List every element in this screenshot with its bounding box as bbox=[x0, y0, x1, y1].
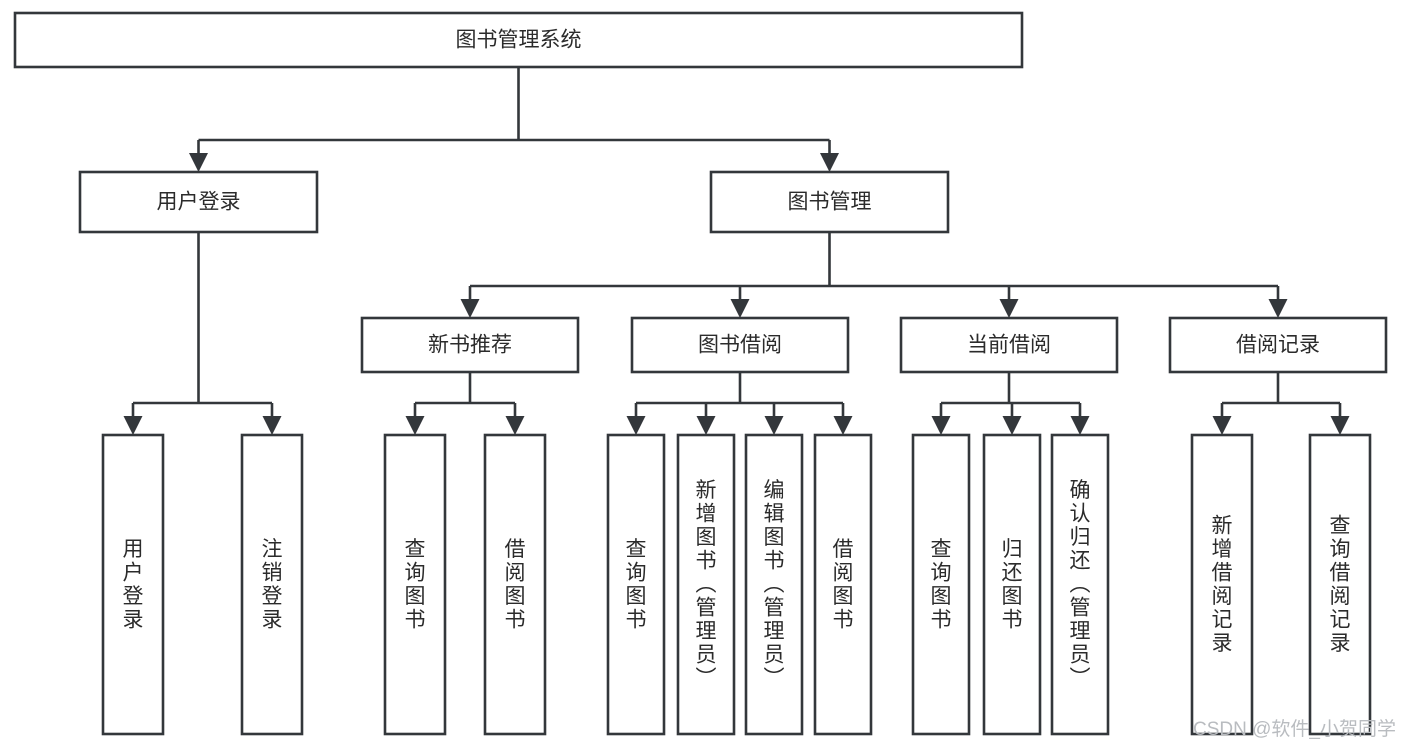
node-label-leaf-borrow-book: 借阅图书 bbox=[833, 538, 854, 632]
node-box-leaf-borrow-book bbox=[813, 433, 873, 736]
node-box-leaf-query-book-recommend bbox=[383, 433, 447, 736]
edge-root-to-level2-arrow-1 bbox=[820, 153, 839, 172]
node-box-user-login bbox=[78, 170, 319, 234]
edge-current-borrow-to-leaves-arrow-2 bbox=[1070, 416, 1090, 435]
node-box-leaf-add-book bbox=[676, 433, 736, 736]
node-box-borrow-record bbox=[1168, 316, 1388, 374]
node-box-leaf-borrow-book-recommend bbox=[483, 433, 547, 736]
node-borrow-record[interactable]: 借阅记录 bbox=[1168, 316, 1388, 374]
node-label-user-login: 用户登录 bbox=[157, 191, 241, 214]
node-leaf-query-book-borrow[interactable]: 查询图书 bbox=[606, 433, 666, 736]
node-book-borrow[interactable]: 图书借阅 bbox=[630, 316, 850, 374]
node-box-leaf-query-book-current bbox=[911, 433, 971, 736]
node-label-leaf-query-book-recommend: 查询图书 bbox=[405, 538, 426, 632]
node-leaf-add-borrow-record[interactable]: 新增借阅记录 bbox=[1190, 433, 1254, 736]
node-box-current-borrow bbox=[899, 316, 1119, 374]
node-leaf-edit-book[interactable]: 编辑图书︵管理员︶ bbox=[744, 433, 804, 736]
node-box-book-borrow bbox=[630, 316, 850, 374]
edges-layer bbox=[123, 67, 1350, 435]
node-leaf-add-book[interactable]: 新增图书︵管理员︶ bbox=[676, 433, 736, 736]
node-label-book-management: 图书管理 bbox=[788, 191, 872, 214]
node-label-leaf-borrow-book-recommend: 借阅图书 bbox=[505, 538, 526, 632]
node-leaf-confirm-return[interactable]: 确认归还︵管理员︶ bbox=[1050, 433, 1110, 736]
node-label-root: 图书管理系统 bbox=[456, 29, 582, 52]
node-leaf-borrow-book-recommend[interactable]: 借阅图书 bbox=[483, 433, 547, 736]
edge-root-to-level2-arrow-0 bbox=[189, 153, 208, 172]
node-leaf-query-borrow-record[interactable]: 查询借阅记录 bbox=[1308, 433, 1372, 736]
node-label-leaf-query-book-borrow: 查询图书 bbox=[626, 538, 647, 632]
node-box-leaf-add-borrow-record bbox=[1190, 433, 1254, 736]
edge-book-management-to-level3-arrow-1 bbox=[730, 299, 750, 318]
edge-book-borrow-to-leaves-arrow-3 bbox=[833, 416, 853, 435]
node-box-leaf-confirm-return bbox=[1050, 433, 1110, 736]
node-user-login[interactable]: 用户登录 bbox=[78, 170, 319, 234]
node-label-leaf-return-book: 归还图书 bbox=[1002, 538, 1023, 632]
edge-user-login-to-leaves-arrow-0 bbox=[123, 416, 143, 435]
node-box-leaf-user-logout bbox=[240, 433, 304, 736]
node-new-book-recommend[interactable]: 新书推荐 bbox=[360, 316, 580, 374]
edge-borrow-record-to-leaves-arrow-1 bbox=[1330, 416, 1350, 435]
node-box-leaf-query-borrow-record bbox=[1308, 433, 1372, 736]
node-label-leaf-confirm-return: 确认归还︵管理员︶ bbox=[1070, 479, 1091, 690]
node-leaf-borrow-book[interactable]: 借阅图书 bbox=[813, 433, 873, 736]
node-label-current-borrow: 当前借阅 bbox=[967, 334, 1051, 357]
node-label-leaf-query-borrow-record: 查询借阅记录 bbox=[1330, 514, 1351, 655]
edge-book-management-to-level3-arrow-2 bbox=[999, 299, 1019, 318]
node-current-borrow[interactable]: 当前借阅 bbox=[899, 316, 1119, 374]
edge-current-borrow-to-leaves-arrow-1 bbox=[1002, 416, 1022, 435]
node-box-leaf-return-book bbox=[982, 433, 1042, 736]
node-leaf-return-book[interactable]: 归还图书 bbox=[982, 433, 1042, 736]
node-leaf-user-logout[interactable]: 注销登录 bbox=[240, 433, 304, 736]
node-label-borrow-record: 借阅记录 bbox=[1236, 334, 1320, 357]
node-label-new-book-recommend: 新书推荐 bbox=[428, 334, 512, 357]
csdn-watermark: CSDN @软件_小贺同学 bbox=[1193, 718, 1396, 740]
edge-new-book-recommend-to-leaves-arrow-1 bbox=[505, 416, 525, 435]
node-label-leaf-user-logout: 注销登录 bbox=[262, 538, 283, 632]
node-label-leaf-edit-book: 编辑图书︵管理员︶ bbox=[764, 479, 785, 690]
edge-user-login-to-leaves-arrow-1 bbox=[262, 416, 282, 435]
node-root[interactable]: 图书管理系统 bbox=[13, 11, 1024, 69]
node-box-leaf-edit-book bbox=[744, 433, 804, 736]
node-box-leaf-query-book-borrow bbox=[606, 433, 666, 736]
edge-book-management-to-level3-arrow-0 bbox=[460, 299, 480, 318]
node-label-leaf-user-login: 用户登录 bbox=[123, 538, 144, 632]
node-box-book-management bbox=[709, 170, 950, 234]
nodes-layer: 图书管理系统用户登录图书管理新书推荐图书借阅当前借阅借阅记录用户登录注销登录查询… bbox=[13, 11, 1388, 736]
node-book-management[interactable]: 图书管理 bbox=[709, 170, 950, 234]
node-leaf-query-book-current[interactable]: 查询图书 bbox=[911, 433, 971, 736]
node-label-leaf-add-book: 新增图书︵管理员︶ bbox=[696, 479, 717, 690]
edge-new-book-recommend-to-leaves-arrow-0 bbox=[405, 416, 425, 435]
node-leaf-query-book-recommend[interactable]: 查询图书 bbox=[383, 433, 447, 736]
edge-book-management-to-level3-arrow-3 bbox=[1268, 299, 1288, 318]
node-label-leaf-query-book-current: 查询图书 bbox=[931, 538, 952, 632]
node-label-book-borrow: 图书借阅 bbox=[698, 334, 782, 357]
edge-book-borrow-to-leaves-arrow-0 bbox=[626, 416, 646, 435]
edge-current-borrow-to-leaves-arrow-0 bbox=[931, 416, 951, 435]
node-leaf-user-login[interactable]: 用户登录 bbox=[101, 433, 165, 736]
edge-book-borrow-to-leaves-arrow-1 bbox=[696, 416, 716, 435]
node-label-leaf-add-borrow-record: 新增借阅记录 bbox=[1212, 514, 1233, 655]
node-box-leaf-user-login bbox=[101, 433, 165, 736]
edge-book-borrow-to-leaves-arrow-2 bbox=[764, 416, 784, 435]
edge-borrow-record-to-leaves-arrow-0 bbox=[1212, 416, 1232, 435]
node-box-new-book-recommend bbox=[360, 316, 580, 374]
node-box-root bbox=[13, 11, 1024, 69]
